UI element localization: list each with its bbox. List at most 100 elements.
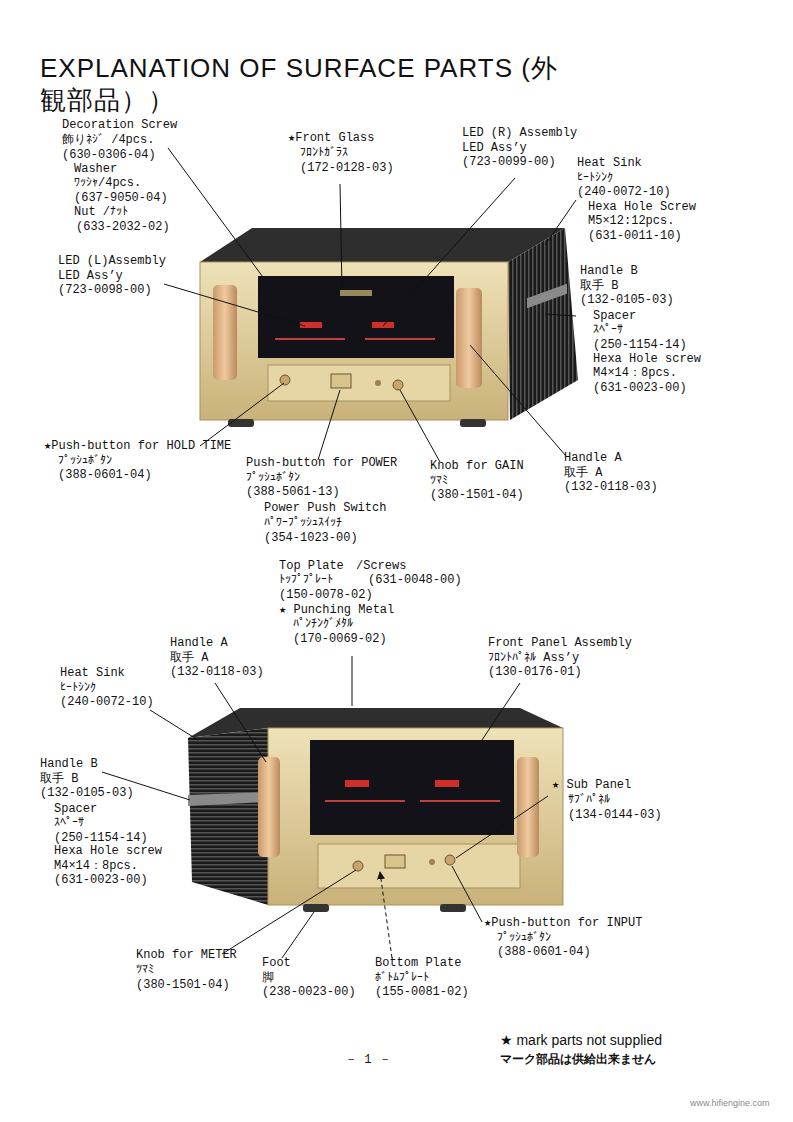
part-label: Hexa Hole screw (54, 844, 162, 858)
part-label: Front Panel Assembly (488, 636, 632, 650)
part-label: ★Front Glass (288, 131, 374, 145)
part-label: ｽﾍﾟｰｻ (593, 323, 623, 337)
part-label: Heat Sink (60, 666, 125, 680)
part-label: Handle A (170, 636, 228, 650)
part-label: Handle A (564, 451, 622, 465)
part-label: (134-0144-03) (568, 808, 662, 822)
part-label: (132-0105-03) (40, 786, 134, 800)
part-label: ★Push-button for HOLD TIME (44, 439, 231, 453)
part-label: Hexa Hole screw (593, 352, 701, 366)
part-label: Nut /ﾅｯﾄ (74, 205, 128, 219)
part-label: Power Push Switch (264, 501, 386, 515)
part-label: Knob for GAIN (430, 459, 524, 473)
part-label: ﾊﾟﾝﾁﾝｸﾞﾒﾀﾙ (293, 617, 353, 631)
part-label: (240-0072-10) (577, 185, 671, 199)
part-label: 取手 B (580, 279, 618, 293)
part-label: ﾌﾟｯｼｭﾎﾞﾀﾝ (58, 454, 112, 468)
footer-note: マーク部品は供給出来ません (500, 1053, 656, 1067)
part-label: (172-0128-03) (300, 161, 394, 175)
part-label: LED (R) Assembly (462, 126, 577, 140)
part-label: Knob for METER (136, 948, 237, 962)
handle-b (527, 284, 567, 309)
amplifier-angled-view (188, 708, 563, 912)
part-label: 脚 (262, 971, 274, 985)
part-label: (388-0601-04) (497, 945, 591, 959)
part-label: Heat Sink (577, 156, 642, 170)
part-label: ﾌﾛﾝﾄｶﾞﾗｽ (300, 146, 348, 160)
foot (460, 419, 486, 427)
part-label: Spacer (54, 802, 97, 816)
watermark: www.hifiengine.com (690, 1096, 770, 1110)
part-label: (132-0118-03) (564, 480, 658, 494)
part-label: ★Push-button for INPUT (484, 916, 642, 930)
part-label: M5×12:12pcs. (588, 214, 674, 228)
part-label: ｻﾌﾞﾊﾟﾈﾙ (568, 793, 610, 807)
part-label: (388-0601-04) (58, 468, 152, 482)
part-label: (637-9050-04) (74, 191, 168, 205)
part-label: (633-2032-02) (76, 220, 170, 234)
part-label: (630-0306-04) (62, 148, 156, 162)
front-glass (258, 276, 454, 358)
part-label: ﾄｯﾌﾟﾌﾟﾚｰﾄ (279, 573, 333, 587)
handle-a (517, 757, 539, 857)
part-label: ﾂﾏﾐ (136, 963, 154, 977)
footer-note: ★ mark parts not supplied (500, 1033, 662, 1047)
part-label: Hexa Hole Screw (588, 200, 696, 214)
part-label: (250-1154-14) (593, 338, 687, 352)
part-label: Push-button for POWER (246, 456, 397, 470)
part-label: Handle B (40, 757, 98, 771)
part-label: (250-1154-14) (54, 831, 148, 845)
part-label: ﾋｰﾄｼﾝｸ (577, 171, 613, 185)
heat-sink (508, 228, 578, 420)
part-label: (380-1501-04) (430, 488, 524, 502)
part-label: LED Ass’y (462, 141, 527, 155)
part-label: ﾂﾏﾐ (430, 474, 448, 488)
part-label: ﾌﾟｯｼｭﾎﾞﾀﾝ (246, 471, 300, 485)
part-label: － 1 － (345, 1053, 391, 1067)
part-label: Washer (74, 162, 117, 176)
part-label: ﾌﾟｯｼｭﾎﾞﾀﾝ (497, 931, 551, 945)
part-label: 取手 B (40, 772, 78, 786)
part-label: ﾎﾞﾄﾑﾌﾟﾚｰﾄ (375, 971, 429, 985)
part-label: M4×14：8pcs. (54, 859, 138, 873)
sub-panel (268, 365, 450, 401)
part-label: (150-0078-02) (279, 588, 373, 602)
part-label: (132-0118-03) (170, 665, 264, 679)
part-label: ★ Sub Panel (552, 778, 631, 792)
part-label: ★ Punching Metal (279, 603, 394, 617)
part-label: (132-0105-03) (580, 293, 674, 307)
part-label: (388-5061-13) (246, 485, 340, 499)
part-label: Spacer (593, 309, 636, 323)
part-label: /Screws (356, 559, 406, 573)
handle-b (188, 792, 268, 806)
part-label: (723-0098-00) (58, 283, 152, 297)
part-label: (631-0023-00) (54, 873, 148, 887)
part-label: LED (L)Assembly (58, 254, 166, 268)
part-label: (354-1023-00) (264, 531, 358, 545)
part-label: Top Plate (279, 559, 344, 573)
part-label: Foot (262, 956, 291, 970)
part-label: LED Ass’y (58, 269, 123, 283)
part-label: (631-0023-00) (593, 381, 687, 395)
front-glass (310, 740, 514, 835)
sub-panel (318, 844, 520, 888)
part-label: ﾋｰﾄｼﾝｸ (60, 681, 96, 695)
part-label: 取手 A (564, 466, 602, 480)
part-label: (631-0048-00) (368, 573, 462, 587)
part-label: Handle B (580, 264, 638, 278)
foot (303, 904, 329, 912)
leader-lines (102, 148, 576, 958)
foot (228, 419, 254, 427)
amplifier-front-view (200, 228, 578, 427)
part-label: 飾りﾈｼﾞ /4pcs. (62, 133, 154, 147)
front-panel (268, 728, 563, 905)
part-label: Decoration Screw (62, 118, 177, 132)
part-label: ﾜｯｼｬ/4pcs. (74, 176, 141, 190)
part-label: ﾌﾛﾝﾄﾊﾟﾈﾙ Ass’y (488, 651, 579, 665)
part-label: (240-0072-10) (60, 695, 154, 709)
part-label: (380-1501-04) (136, 978, 230, 992)
part-label: (723-0099-00) (462, 155, 556, 169)
heat-sink (188, 728, 268, 905)
handle-a (258, 757, 280, 857)
handle-a (456, 288, 482, 388)
